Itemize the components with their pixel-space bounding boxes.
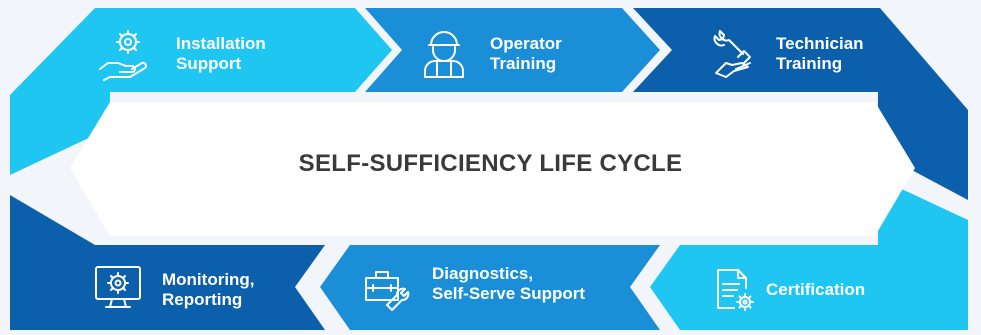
installation-support-arrow [10, 8, 392, 175]
label-line: Training [490, 54, 557, 73]
operator-icon [424, 31, 464, 78]
diagnostics-arrow [320, 245, 660, 330]
certificate-document-icon [717, 269, 754, 311]
operator-training-arrow [365, 8, 660, 92]
step-label-diagnostics: Diagnostics, Self-Serve Support [432, 264, 585, 304]
label-line: Operator [490, 34, 562, 53]
label-line: Reporting [162, 290, 243, 309]
gear-hand-icon [99, 30, 147, 81]
label-line: Training [776, 54, 843, 73]
label-line: Self-Serve Support [432, 284, 586, 303]
step-label-operator-training: Operator Training [490, 34, 562, 74]
center-box [70, 102, 915, 236]
step-label-installation-support: Installation Support [176, 34, 266, 74]
step-label-certification: Certification [766, 280, 865, 300]
wrench-hand-icon [713, 30, 751, 78]
monitoring-reporting-arrow [10, 195, 325, 330]
diagram-title: SELF-SUFFICIENCY LIFE CYCLE [298, 150, 683, 177]
label-line: Diagnostics, [432, 264, 534, 283]
label-line: Technician [776, 34, 864, 53]
certification-arrow [650, 178, 968, 330]
label-line: Certification [766, 280, 866, 299]
label-line: Support [176, 54, 242, 73]
label-line: Installation [176, 34, 266, 53]
monitor-gear-icon [95, 266, 141, 308]
step-label-monitoring-reporting: Monitoring, Reporting [162, 270, 255, 310]
step-label-technician-training: Technician Training [776, 34, 864, 74]
label-line: Monitoring, [162, 270, 255, 289]
toolbox-icon [365, 271, 410, 311]
